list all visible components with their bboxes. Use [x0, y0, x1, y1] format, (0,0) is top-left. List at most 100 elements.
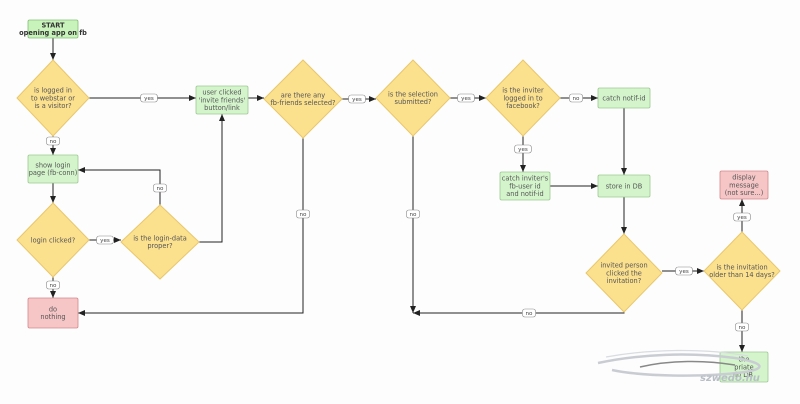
- watermark-text: szwedo.hu: [700, 373, 760, 384]
- node-label-line: START: [41, 22, 65, 30]
- edge-older_14-to-display_message: yes: [733, 199, 751, 232]
- node-label-line: login clicked?: [31, 236, 76, 244]
- edge-fb_friends_selected-to-selection_submitted: yes: [342, 94, 376, 104]
- node-label-line: display: [732, 174, 756, 182]
- decision-diamond: [585, 233, 663, 313]
- decision-diamond: [120, 204, 200, 280]
- node-label-line: do: [49, 306, 57, 314]
- edge-login_clicked-to-login_data_proper: yes: [89, 235, 121, 245]
- edge-label-badge: [735, 322, 749, 332]
- node-label-line: nothing: [40, 313, 65, 321]
- process-box: [27, 297, 79, 329]
- node-label-line: page (fb-conn): [29, 169, 78, 177]
- node-label-line: is the login-data: [133, 235, 187, 243]
- node-label-line: show login: [35, 162, 70, 170]
- edge-label-badge: [46, 136, 60, 146]
- edge-label-badge: [153, 183, 167, 193]
- process-box: [597, 87, 651, 109]
- node-label-line: is the inviter: [502, 87, 544, 95]
- edge-label-badge: [46, 280, 60, 290]
- node-store-db: store in DB: [597, 174, 651, 198]
- node-label-line: clicked the: [606, 269, 642, 277]
- edge-label: yes: [352, 97, 362, 103]
- node-label-line: in DB: [735, 371, 753, 379]
- edge-label-badge: [675, 266, 693, 276]
- edge-label-badge: [96, 235, 114, 245]
- node-label-line: is the invitation: [716, 264, 767, 272]
- edge-label: no: [526, 311, 534, 317]
- edge-label: yes: [518, 147, 528, 153]
- node-label-line: fb-user id: [509, 182, 540, 190]
- node-label-line: catch notif-id: [602, 94, 645, 102]
- node-label-line: proper?: [147, 242, 173, 250]
- decision-diamond: [16, 59, 90, 137]
- process-box: [27, 19, 79, 39]
- edge-selection_submitted-to-inviter_logged_in: yes: [450, 93, 486, 103]
- process-box: [195, 85, 249, 115]
- decision-diamond: [263, 59, 343, 139]
- edge-label-badge: [296, 209, 310, 219]
- node-label-line: is logged in: [34, 87, 72, 95]
- edge-label: yes: [737, 215, 747, 221]
- node-label-line: user clicked: [202, 89, 241, 97]
- decision-diamond: [375, 59, 451, 137]
- edge-label: yes: [144, 96, 154, 102]
- edge-fb_friends_selected-to-do_nothing: no: [78, 138, 310, 316]
- edge-label: yes: [461, 96, 471, 102]
- edges-layer: yes no yes no no yes no yes no no yes yes no yes no: [46, 38, 751, 352]
- edge-label-badge: [457, 93, 475, 103]
- node-catch-notif: catch notif-id: [597, 87, 651, 109]
- edge-inviter_logged_in-to-catch_notif: no: [560, 93, 598, 103]
- edge-invited_clicked-to-older_14: yes: [662, 266, 704, 276]
- decision-diamond: [16, 202, 90, 278]
- edge-line: [78, 138, 304, 316]
- node-user-clicked: user clicked'invite friends'button/link: [195, 85, 249, 115]
- edge-selection_submitted-to-do_nothing: no: [406, 136, 420, 313]
- node-label-line: submitted?: [395, 98, 432, 106]
- decision-diamond: [703, 231, 781, 311]
- node-label-line: and notif-id: [506, 190, 544, 198]
- edge-line: [78, 167, 161, 205]
- edge-invited_clicked-to-do_nothing: no: [413, 308, 625, 318]
- process-box: [597, 174, 651, 198]
- edge-login_clicked-to-do_nothing: no: [46, 277, 60, 298]
- edge-label: no: [300, 212, 308, 218]
- node-label-line: button/link: [204, 104, 240, 112]
- edge-login_data_proper-to-user_clicked: [199, 114, 225, 243]
- edge-inviter_logged_in-to-catch_inviter: yes: [514, 136, 532, 172]
- edge-is_logged_in-to-show_login: no: [46, 136, 60, 155]
- node-label-line: fb-friends selected?: [270, 99, 336, 107]
- edge-label: yes: [100, 238, 110, 244]
- edge-line: [199, 114, 225, 243]
- node-label-line: invited person: [600, 262, 647, 270]
- edge-label-badge: [733, 212, 751, 222]
- edge-label-badge: [140, 93, 158, 103]
- edge-label: yes: [679, 269, 689, 275]
- node-label-line: priate: [734, 363, 753, 371]
- node-label-line: invitation?: [607, 277, 642, 285]
- process-box: [719, 170, 769, 200]
- edge-label-badge: [514, 144, 532, 154]
- edge-label: no: [50, 139, 58, 145]
- node-label-line: is a visitor?: [34, 102, 72, 110]
- edge-label-badge: [406, 209, 420, 219]
- edge-label: no: [157, 186, 165, 192]
- edge-label: no: [739, 325, 747, 331]
- edge-is_logged_in-to-user_clicked: yes: [89, 93, 196, 103]
- edge-label: no: [50, 283, 58, 289]
- node-label-line: 'invite friends': [199, 96, 246, 104]
- edge-login_data_proper-to-show_login: no: [78, 167, 167, 205]
